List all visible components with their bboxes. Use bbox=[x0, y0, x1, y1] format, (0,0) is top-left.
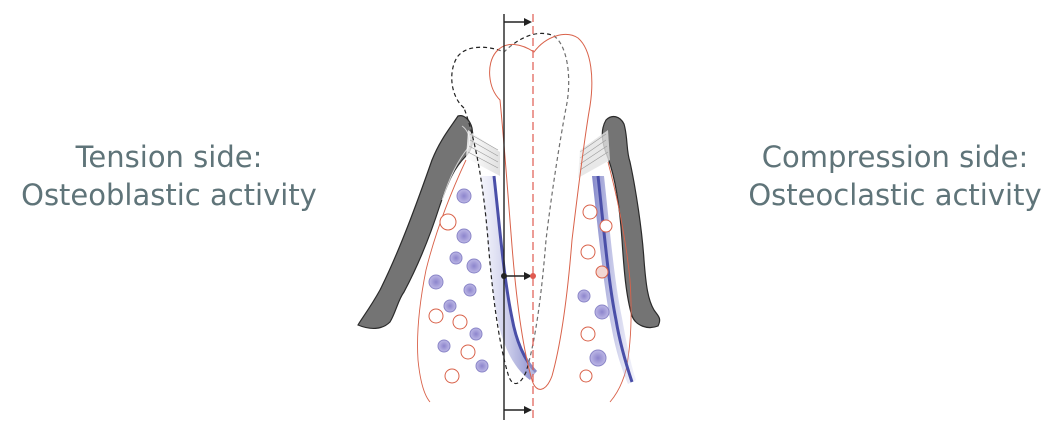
tooth-movement-diagram bbox=[340, 0, 700, 423]
tension-side-cells bbox=[429, 189, 488, 383]
compression-side-activity: Osteoclastic activity bbox=[730, 176, 1060, 214]
displacement-arrow-top bbox=[504, 18, 532, 26]
compression-side-caption: Compression side: Osteoclastic activity bbox=[730, 138, 1060, 214]
displacement-arrow-bottom bbox=[504, 406, 532, 414]
tension-side-title: Tension side: bbox=[6, 138, 332, 176]
compression-side-title: Compression side: bbox=[730, 138, 1060, 176]
tension-side-activity: Osteoblastic activity bbox=[6, 176, 332, 214]
tension-side-caption: Tension side: Osteoblastic activity bbox=[6, 138, 332, 214]
